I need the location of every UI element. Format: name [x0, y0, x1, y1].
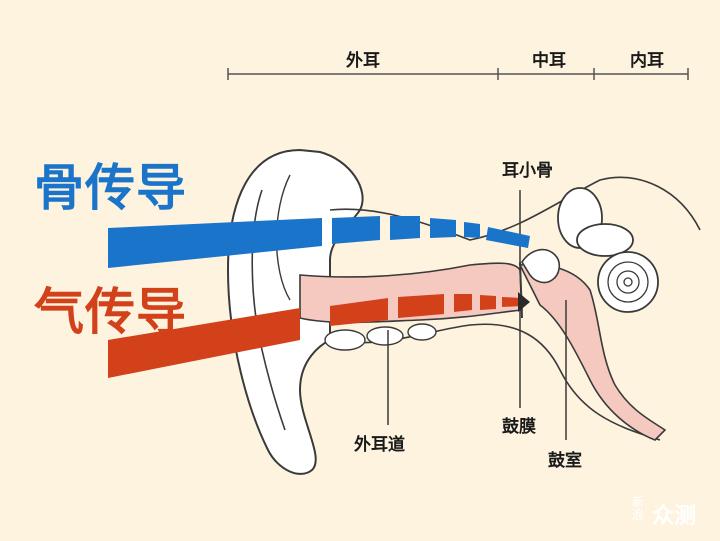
leader-lines — [387, 190, 567, 440]
air-conduction-label: 气传导 — [34, 283, 187, 341]
ear-canal-label: 外耳道 — [354, 435, 405, 455]
tympanic-cavity-label: 鼓室 — [548, 451, 582, 471]
bone-conduction-label: 骨传导 — [34, 159, 187, 217]
tympanic-cavity — [518, 263, 667, 441]
canal-glands — [324, 323, 437, 351]
region-label-middle-ear: 中耳 — [532, 51, 566, 71]
ossicles — [521, 248, 561, 284]
region-label-inner-ear: 内耳 — [630, 51, 664, 71]
air-conduction-arrowhead — [518, 292, 530, 312]
region-scale — [227, 68, 689, 80]
cochlea-spiral — [607, 261, 649, 303]
inner-ear — [557, 187, 659, 313]
watermark-brand: 众测 — [652, 504, 697, 529]
bone-conduction-path — [108, 216, 530, 268]
skull-outline — [329, 176, 701, 241]
air-conduction-path — [108, 294, 522, 378]
watermark-sina: 新浪 — [632, 495, 645, 522]
eardrum-label: 鼓膜 — [502, 417, 536, 437]
region-label-outer-ear: 外耳 — [346, 51, 380, 71]
ossicles-label: 耳小骨 — [502, 161, 553, 181]
